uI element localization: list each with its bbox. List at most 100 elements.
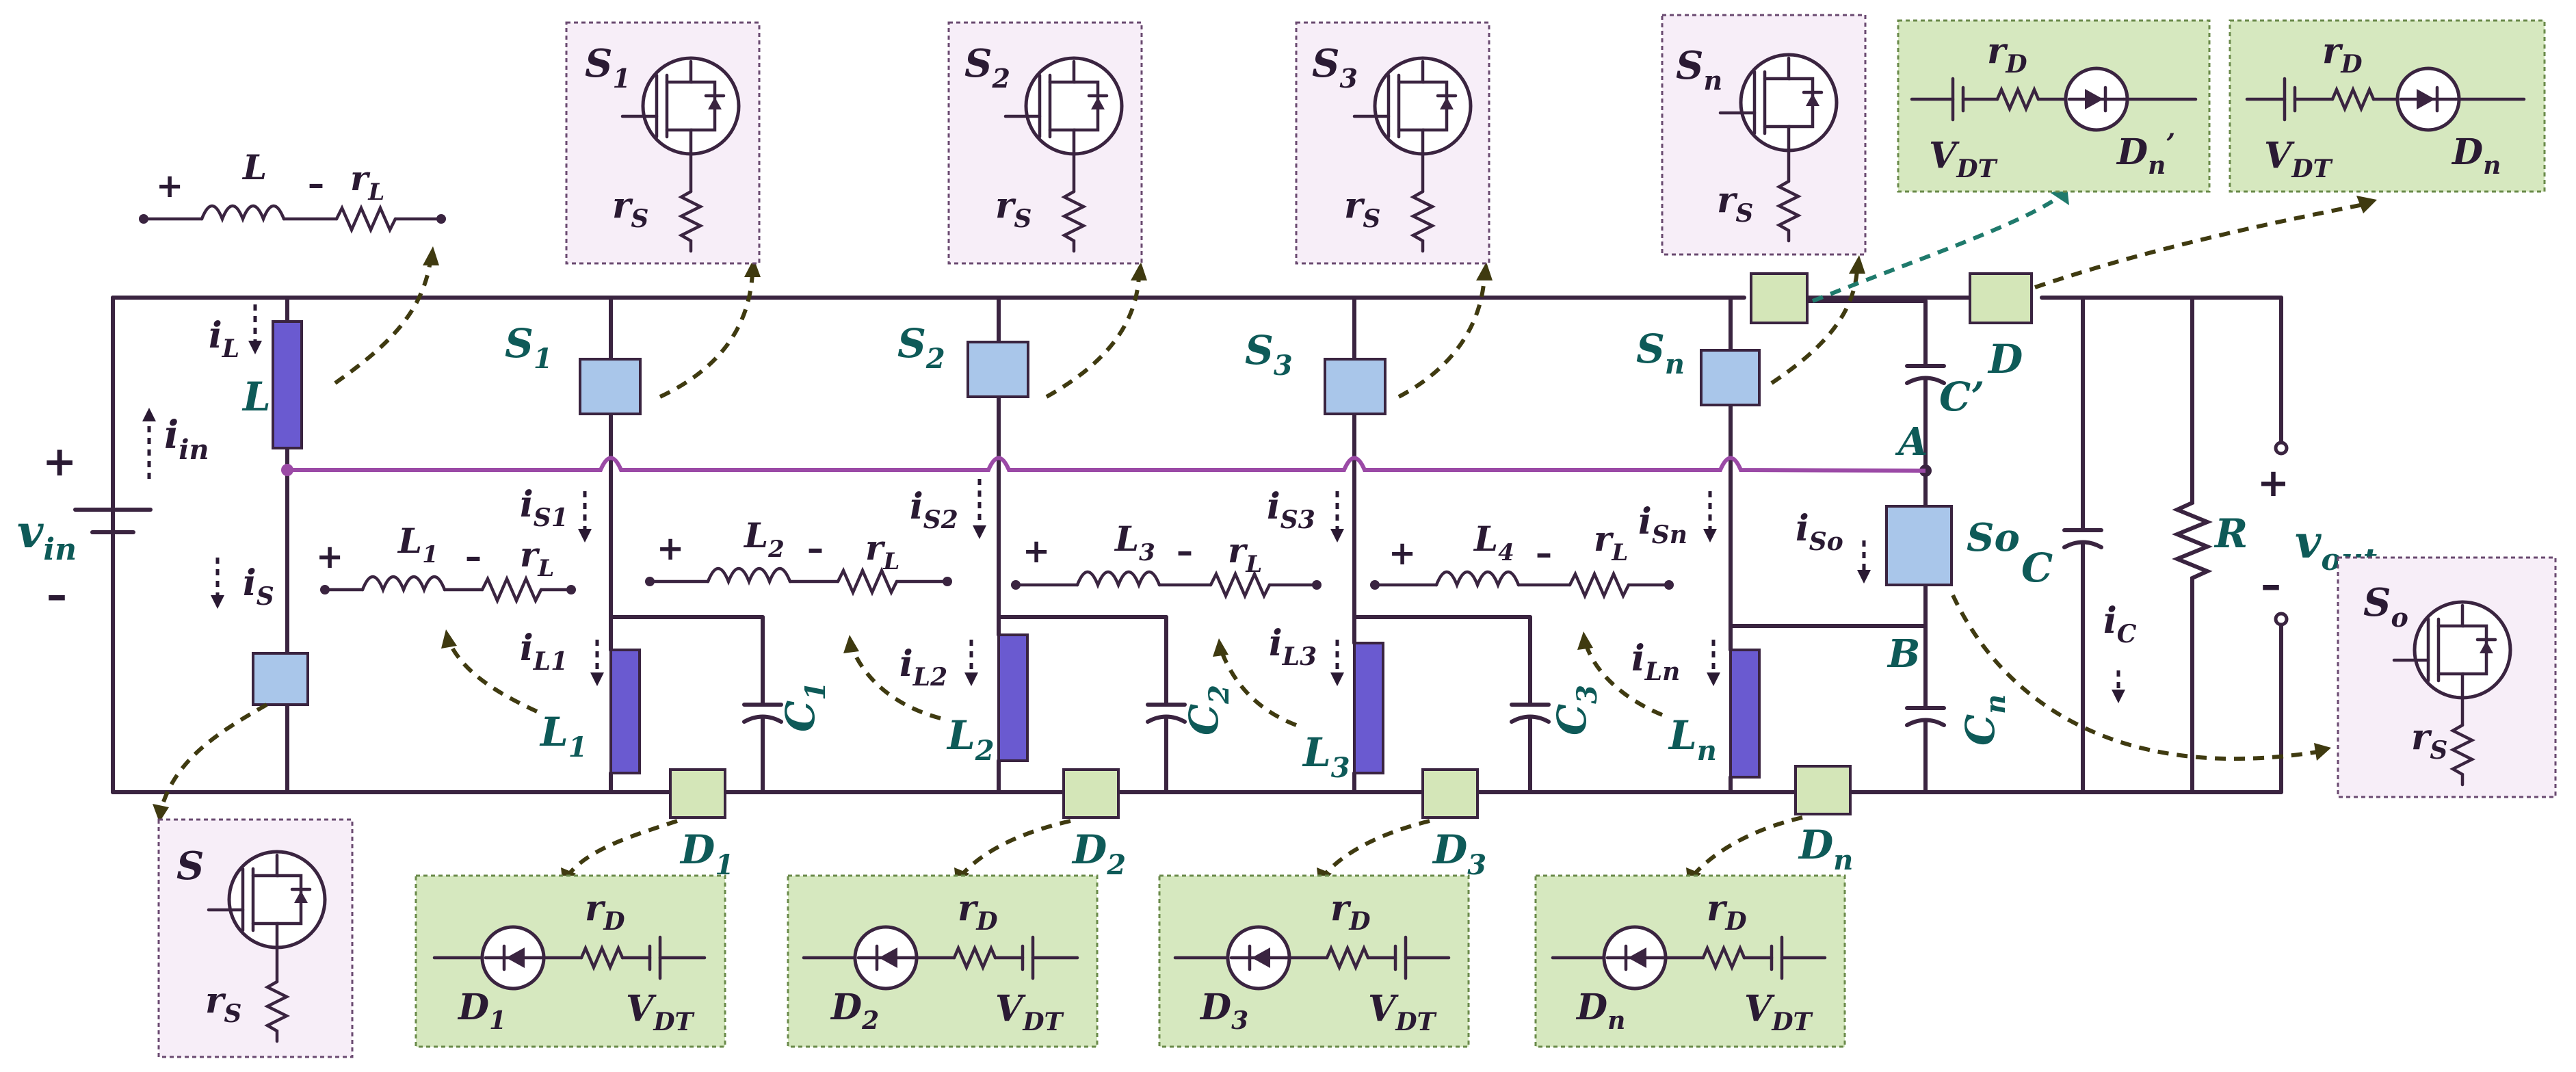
iC-label: iC (2103, 600, 2137, 649)
main-l-minus: – (308, 165, 324, 203)
inset-switch-s (157, 818, 354, 1058)
inset-s1-res: rS (612, 185, 648, 233)
diode-D2 (1062, 768, 1120, 819)
inset-switch-s1 (565, 21, 761, 265)
capacitor-C (2062, 528, 2103, 549)
inset-s2-name: S2 (964, 41, 1010, 94)
capacitor-Cn (1905, 706, 1946, 727)
inductor-model-main (139, 204, 446, 234)
inductor-L3-label: L3 (1302, 729, 1350, 784)
inset-d2-name: D2 (830, 986, 879, 1035)
switch-S1-label: S1 (505, 320, 553, 375)
iL2-label: iL2 (899, 643, 947, 692)
l1-resistor: rL (520, 534, 554, 582)
switch-So-label: So (1967, 515, 2020, 560)
main-wiring (111, 296, 2283, 794)
switch-Sn (1700, 349, 1761, 406)
inset-diode-d1 (415, 874, 726, 1048)
diode-D3-label: D3 (1432, 826, 1486, 881)
l2-name: L2 (743, 515, 785, 563)
inset-s-res: rS (205, 980, 241, 1028)
l2-resistor: rL (865, 527, 899, 575)
inset-switch-s3 (1295, 21, 1490, 265)
node-B-label: B (1887, 631, 1920, 677)
capacitor-C-prime-label: C’ (1939, 374, 1984, 420)
inset-d3-res: rD (1330, 887, 1371, 936)
main-l-plus: + (156, 167, 183, 205)
iL3-label: iL3 (1269, 623, 1317, 671)
inset-s2-res: rS (995, 185, 1031, 233)
l1-plus: + (316, 538, 343, 576)
inductor-L2 (997, 633, 1029, 762)
inductor-L (272, 320, 303, 449)
inset-d-src: VDT (2264, 135, 2333, 183)
inset-d-name: Dn (2451, 131, 2501, 180)
inductor-L1-label: L1 (539, 709, 588, 763)
main-l-resistor: rL (350, 158, 384, 206)
iSo-label: iSo (1796, 508, 1843, 556)
inset-so-name: So (2363, 580, 2408, 633)
inset-s3-name: S3 (1312, 41, 1358, 94)
stage-current-arrows (578, 479, 1720, 686)
l3-plus: + (1023, 532, 1050, 571)
inset-d3-name: D3 (1199, 986, 1248, 1035)
iLn-label: iLn (1631, 638, 1680, 686)
diode-D1 (669, 768, 726, 819)
load-resistor-R-label: R (2213, 510, 2248, 557)
l3-name: L3 (1114, 519, 1155, 566)
inset-d1-name: D1 (457, 986, 506, 1035)
diode-Dn-label: Dn (1798, 822, 1853, 876)
l3-resistor: rL (1228, 530, 1262, 578)
main-l-name: L (241, 147, 267, 187)
inset-switch-so (2337, 556, 2557, 798)
l1-name: L1 (397, 521, 438, 568)
diode-Dn-prime (1750, 272, 1809, 324)
inset-so-res: rS (2411, 716, 2447, 765)
inset-dn-res: rD (1707, 887, 1747, 936)
inset-d2-res: rD (958, 887, 998, 936)
iS1-label: iS1 (520, 484, 568, 532)
l3-minus: – (1177, 532, 1193, 571)
switch-So (1885, 505, 1953, 586)
switch-S1 (579, 358, 642, 415)
vout-minus: – (2261, 561, 2281, 609)
inset-dn-prime-res: rD (1987, 30, 2027, 79)
capacitor-C3 (1510, 703, 1551, 724)
inset-dn-prime-src: VDT (1929, 135, 1998, 183)
capacitor-Cn-label: Cn (1957, 694, 2012, 746)
capacitor-C1 (742, 703, 783, 724)
diode-D3 (1421, 768, 1479, 819)
input-voltage-source (73, 508, 153, 534)
iin-label: iin (164, 413, 209, 466)
inset-diode-d2 (787, 874, 1099, 1048)
capacitor-C-label: C (2021, 545, 2053, 591)
switch-S3-label: S3 (1245, 327, 1293, 382)
capacitor-C2-label: C2 (1181, 685, 1235, 735)
inductor-model-l2 (645, 566, 952, 597)
l4-resistor: rL (1594, 519, 1628, 566)
iL1-label: iL1 (520, 627, 568, 676)
switch-S2-label: S2 (897, 320, 945, 375)
capacitor-C2 (1146, 703, 1187, 724)
vin-minus: – (47, 571, 67, 619)
inset-s1-name: S1 (585, 41, 631, 94)
inset-diode-d (2229, 19, 2546, 193)
inset-dn-src: VDT (1744, 988, 1813, 1036)
vin-label: vin (17, 505, 77, 567)
diode-D1-label: D1 (679, 826, 734, 881)
l2-minus: – (807, 530, 824, 568)
load-resistor-R (2172, 497, 2213, 584)
iL-label: iL (209, 315, 239, 363)
iSn-label: iSn (1638, 501, 1687, 549)
switch-S3 (1324, 358, 1386, 415)
diode-D (1969, 272, 2033, 324)
inset-switch-s2 (947, 21, 1143, 265)
l4-name: L4 (1473, 519, 1514, 566)
switch-S (252, 652, 309, 706)
inset-d2-src: VDT (995, 988, 1064, 1036)
node-A-label: A (1895, 419, 1928, 465)
l1-minus: – (465, 538, 482, 576)
inset-d1-res: rD (585, 887, 625, 936)
inset-diode-dn-prime (1897, 19, 2211, 193)
